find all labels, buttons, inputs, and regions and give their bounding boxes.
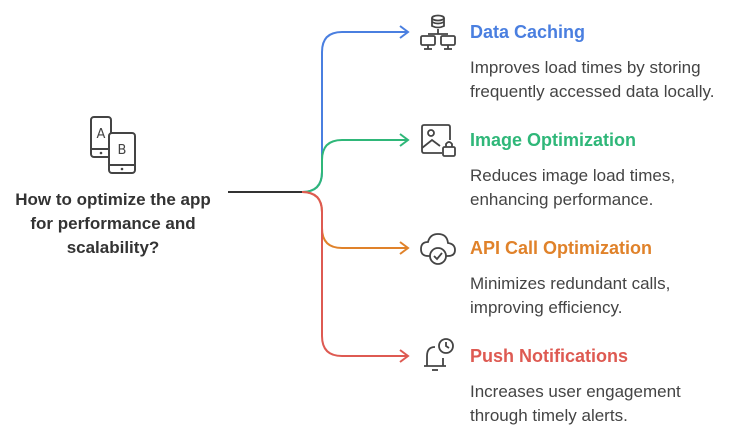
- arrowhead-push-notifications: [399, 349, 410, 363]
- branch-title-push-notifications: Push Notifications: [470, 346, 629, 366]
- bell-clock-icon: [424, 338, 454, 371]
- svg-text:B: B: [118, 143, 127, 158]
- connector-api-call-optimization: [301, 191, 408, 249]
- connector-push-notifications: [301, 191, 408, 357]
- branch-desc-data-caching: Improves load times by storing frequentl…: [470, 58, 715, 101]
- branch-desc-push-notifications: Increases user engagement through timely…: [470, 382, 681, 425]
- connector-data-caching: [301, 31, 408, 193]
- ab-test-phones-icon: A B: [90, 116, 136, 174]
- branch-title-api-call-optimization: API Call Optimization: [470, 238, 653, 258]
- branch-title-data-caching: Data Caching: [470, 22, 586, 42]
- branch-desc-api-call-optimization: Minimizes redundant calls, improving eff…: [470, 274, 671, 317]
- image-lock-icon: [421, 124, 456, 157]
- svg-text:A: A: [97, 127, 106, 142]
- arrowhead-data-caching: [399, 25, 410, 39]
- central-question: How to optimize the app for performance …: [15, 190, 211, 257]
- arrowhead-api-call-optimization: [399, 241, 410, 255]
- arrowhead-image-optimization: [399, 133, 410, 147]
- server-network-icon: [420, 14, 456, 50]
- branch-title-image-optimization: Image Optimization: [470, 130, 637, 150]
- connector-image-optimization: [301, 139, 408, 193]
- branch-desc-image-optimization: Reduces image load times, enhancing perf…: [470, 166, 676, 209]
- cloud-check-icon: [420, 233, 456, 265]
